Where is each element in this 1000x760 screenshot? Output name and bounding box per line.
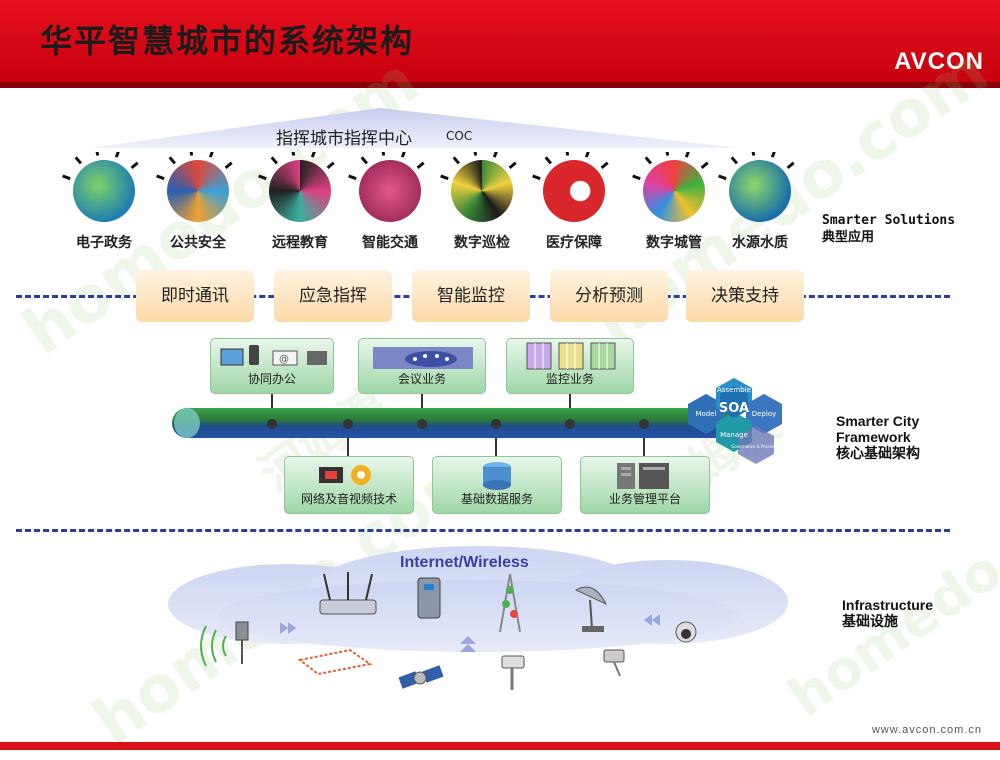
internet-wireless-label: Internet/Wireless	[400, 554, 529, 571]
bus-end-cap	[174, 408, 200, 438]
solution-label: 数字巡检	[454, 235, 510, 251]
separator-line	[16, 529, 950, 532]
module-label: 业务管理平台	[608, 492, 681, 506]
smarter-solutions-label: Smarter Solutions	[822, 213, 956, 228]
soa-diagram: Model Assemble Deploy Manage Governance …	[688, 378, 782, 464]
server-icon	[617, 463, 669, 489]
module-conference: 会议业务	[358, 338, 486, 394]
footer-url: www.avcon.com.cn	[871, 724, 982, 736]
satellite-dish-icon	[574, 586, 608, 632]
database-icon	[483, 462, 511, 490]
module-business-management: 业务管理平台	[580, 456, 710, 514]
soa-assemble-text: Assemble	[717, 386, 751, 394]
city-management-icon	[643, 160, 705, 222]
framework-cn-label: 核心基础架构	[836, 445, 920, 461]
signal-arrows-icon	[280, 614, 660, 652]
service-decision-support: 决策支持	[686, 270, 804, 322]
header-band	[0, 82, 1000, 88]
router-icon	[319, 572, 377, 615]
module-label: 会议业务	[397, 372, 446, 386]
module-label: 网络及音视频技术	[300, 492, 397, 506]
e-government-icon	[73, 160, 135, 222]
command-center-shape	[90, 108, 740, 148]
soa-deploy-text: Deploy	[752, 410, 777, 418]
svg-text:@: @	[279, 354, 289, 365]
service-smart-monitoring: 智能监控	[412, 270, 530, 322]
command-center-abbr: COC	[446, 129, 473, 143]
module-label: 基础数据服务	[460, 492, 533, 506]
service-analysis-prediction: 分析预测	[550, 270, 668, 322]
solution-label: 智能交通	[362, 235, 418, 251]
solution-label: 公共安全	[170, 235, 226, 251]
solution-label: 水源水质	[732, 235, 788, 251]
service-emergency-command: 应急指挥	[274, 270, 392, 322]
satellite-icon	[398, 665, 444, 689]
infrastructure-cn-label: 基础设施	[842, 613, 898, 629]
smart-traffic-icon	[359, 160, 421, 222]
solution-city-management: 数字城管	[632, 152, 716, 252]
command-center-title: 指挥城市指挥中心	[276, 129, 412, 149]
typical-apps-label: 典型应用	[822, 229, 875, 244]
module-label: 协同办公	[247, 372, 296, 386]
wireless-signal-icon	[200, 625, 227, 667]
modem-icon	[417, 577, 441, 619]
office-devices-icon: @	[220, 345, 327, 366]
framework-label-1: Smarter City	[836, 413, 920, 429]
module-monitoring: 监控业务	[506, 338, 634, 394]
avcon-logo: AVCON	[894, 48, 984, 75]
solution-label: 医疗保障	[546, 235, 602, 251]
module-network-av: 网络及音视频技术	[284, 456, 414, 514]
bullet-camera-icon	[501, 655, 525, 690]
module-label: 监控业务	[545, 372, 594, 386]
page-title: 华平智慧城市的系统架构	[40, 22, 415, 60]
solution-label: 电子政务	[76, 235, 132, 251]
surveillance-camera-icon	[603, 649, 625, 677]
service-instant-messaging: 即时通讯	[136, 270, 254, 322]
cell-tower-icon	[499, 573, 521, 633]
remote-education-icon	[269, 160, 331, 222]
solution-label: 远程教育	[272, 235, 328, 251]
medical-icon	[543, 160, 605, 222]
soa-manage-text: Manage	[720, 431, 748, 439]
soa-governance-text: Governance & Processes	[731, 444, 781, 449]
solution-remote-education: 远程教育	[258, 152, 342, 252]
monitoring-cubes-icon	[526, 342, 616, 370]
framework-label-2: Framework	[836, 429, 911, 445]
header-bar	[0, 0, 1000, 88]
footer-bar	[0, 742, 1000, 750]
rfid-grid-icon	[297, 648, 373, 676]
service-bus	[172, 408, 732, 438]
soa-label: SOA	[719, 401, 749, 416]
dome-camera-icon	[675, 621, 697, 643]
network-av-icon	[319, 465, 371, 485]
sensor-pole-icon	[235, 621, 249, 664]
water-quality-icon	[729, 160, 791, 222]
module-basic-data: 基础数据服务	[432, 456, 562, 514]
soa-model-text: Model	[695, 410, 716, 418]
digital-inspection-icon	[451, 160, 513, 222]
infrastructure-label: Infrastructure	[842, 597, 934, 613]
module-collaborative-office: @ 协同办公	[210, 338, 334, 394]
conference-icon	[373, 347, 473, 369]
public-safety-icon	[167, 160, 229, 222]
solution-label: 数字城管	[646, 235, 702, 251]
solution-smart-traffic: 智能交通	[348, 152, 432, 252]
